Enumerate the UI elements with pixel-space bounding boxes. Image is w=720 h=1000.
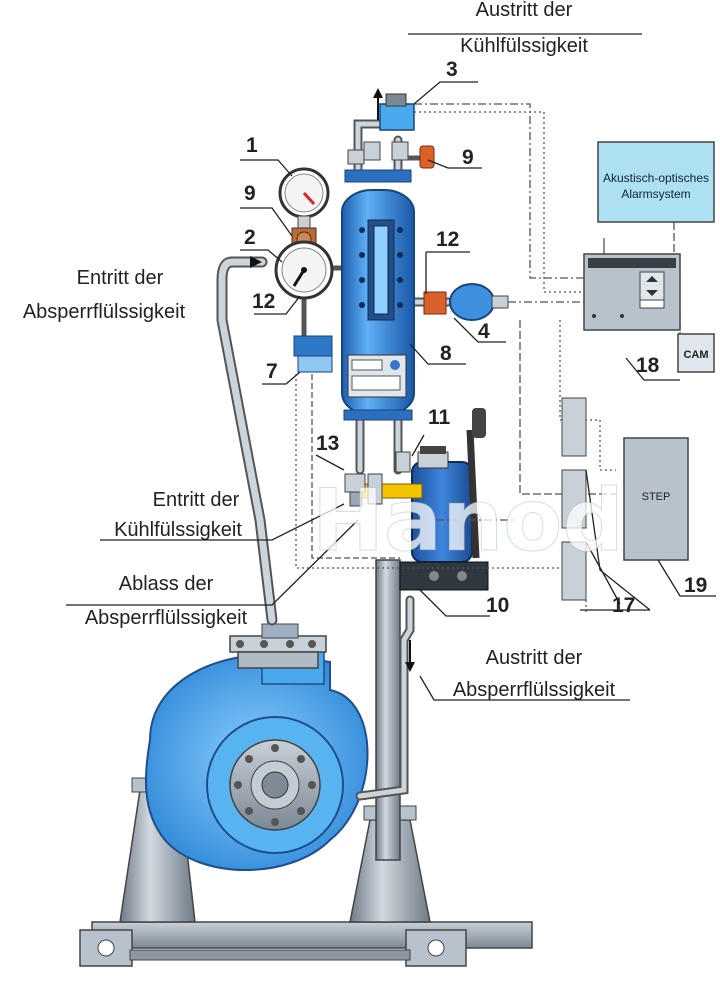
outlet-arrow-bottom — [405, 640, 415, 672]
flow-labels: Austritt der Kühlfülssigkeit Entritt der… — [23, 0, 616, 701]
seal-vessel — [341, 169, 415, 421]
label-entritt-absperr-2: Absperrflülssigkeit — [23, 301, 186, 323]
cam-box: CAM — [677, 333, 715, 373]
callout-2: 2 — [244, 226, 256, 249]
pressure-gauge-1 — [278, 167, 330, 229]
step-box: STEP — [623, 437, 689, 561]
relays-17 — [561, 397, 587, 601]
label-entritt-kuehl-2: Kühlfülssigkeit — [114, 519, 242, 541]
callout-12-left: 12 — [252, 290, 275, 313]
cam-label: CAM — [683, 349, 708, 361]
label-austritt-absperr-1: Austritt der — [486, 647, 583, 669]
callout-9-right: 9 — [462, 146, 474, 169]
label-entritt-kuehl-1: Entritt der — [153, 489, 240, 511]
callout-17: 17 — [612, 594, 635, 617]
callout-11: 11 — [428, 406, 451, 429]
base-frame — [79, 921, 533, 967]
callout-8: 8 — [440, 342, 452, 365]
callout-10: 10 — [486, 594, 509, 617]
pressure-gauge-2 — [274, 240, 334, 300]
callout-1: 1 — [246, 134, 258, 157]
top-fittings — [347, 93, 435, 169]
pressure-switch-7 — [293, 335, 333, 373]
callout-7: 7 — [266, 360, 278, 383]
callout-4: 4 — [478, 320, 490, 343]
inlet-arrow — [250, 256, 262, 268]
step-label: STEP — [642, 491, 671, 503]
support-column — [375, 559, 401, 861]
label-austritt-absperr-2: Absperrflülssigkeit — [453, 679, 616, 701]
alarm-system-box: Akustisch-optisches Alarmsystem — [597, 141, 715, 223]
hand-pump-unit — [361, 408, 489, 591]
watermark: Hanod — [312, 471, 624, 571]
pump-flange — [229, 623, 327, 669]
controller-18 — [583, 253, 681, 331]
pipes — [216, 119, 453, 801]
label-ablass-1: Ablass der — [119, 573, 214, 595]
label-austritt-kuehl-2: Kühlfülssigkeit — [460, 35, 588, 57]
coolant-outlet-arrow — [373, 88, 383, 120]
alarm-label-line2: Alarmsystem — [621, 187, 690, 201]
pump-casing — [144, 639, 369, 871]
leader-lines — [66, 33, 716, 701]
callout-19: 19 — [684, 574, 707, 597]
label-entritt-absperr-1: Entritt der — [77, 267, 164, 289]
alarm-label-line1: Akustisch-optisches — [603, 171, 709, 185]
callout-numbers: 1 9 2 12 7 3 9 12 4 8 11 13 18 10 17 19 — [244, 58, 707, 617]
label-ablass-2: Absperrflülssigkeit — [85, 607, 248, 629]
callout-18: 18 — [636, 354, 660, 377]
callout-13: 13 — [316, 432, 339, 455]
drain-valve-13 — [344, 473, 366, 507]
level-switch-4 — [423, 283, 509, 321]
callout-3: 3 — [446, 58, 458, 81]
callout-12-right: 12 — [436, 228, 459, 251]
label-austritt-kuehl-1: Austritt der — [476, 0, 573, 21]
callout-9-left: 9 — [244, 182, 256, 205]
